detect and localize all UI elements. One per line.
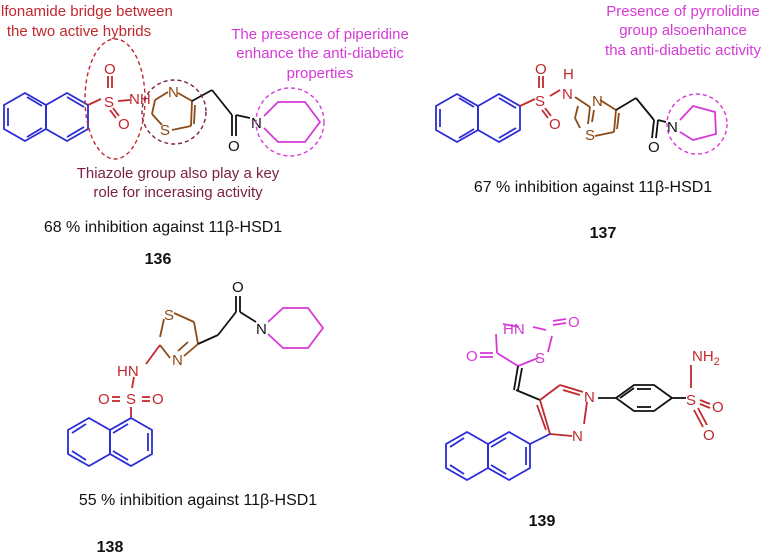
note-thiazole-line2: role for incerasing activity <box>93 184 263 201</box>
atom-N-thiazole-136: N <box>168 84 179 101</box>
compound-id-136: 136 <box>145 251 172 268</box>
atom-O-top-139: O <box>568 314 580 331</box>
atom-S-thiazole-138: S <box>164 307 174 324</box>
atom-S-sulfonyl-138: S <box>126 391 136 408</box>
highlight-pyrrolidine-137 <box>666 93 728 155</box>
sulfonyl-group-137 <box>519 76 561 119</box>
note-thiazole-line1: Thiazole group also play a key <box>77 165 280 182</box>
acetamide-linker-136 <box>191 89 251 136</box>
atom-N-amide-138: N <box>256 321 267 338</box>
compound-138: S N O N HN S O O <box>67 279 325 554</box>
sulfonyl-group-136 <box>87 76 131 119</box>
methylidene-linker-139 <box>513 365 541 401</box>
atom-O-left-139: O <box>466 348 478 365</box>
atom-O-bottom-137: O <box>549 116 561 133</box>
atom-S-thiazolidinedione-139: S <box>535 350 545 367</box>
note-sulfonamide-line1: sulfonamide bridge between <box>0 3 173 20</box>
compound-136: S O O NH N S O N <box>0 3 409 268</box>
atom-N-amide-137: N <box>667 119 678 136</box>
highlight-thiazole-136 <box>141 79 207 145</box>
atom-O-bottom-139: O <box>703 427 715 444</box>
thiazole-ring-136 <box>151 91 196 131</box>
compound-id-138: 138 <box>97 539 124 554</box>
piperidine-ring-136 <box>263 101 322 143</box>
atom-H-137: H <box>563 66 574 83</box>
compound-139: HN O O S N N <box>445 314 724 530</box>
naphthalene-ring-139 <box>445 430 551 482</box>
piperidine-ring-138 <box>267 307 325 349</box>
thiazole-ring-138 <box>159 312 199 359</box>
note-pyrrolidine-line3: tha anti-diabetic activity <box>605 42 761 59</box>
highlight-piperidine-136 <box>255 87 325 157</box>
acetamide-linker-138 <box>197 296 257 345</box>
naphthalene-ring-138 <box>67 416 153 468</box>
atom-O-right-138: O <box>152 391 164 408</box>
phenyl-ring-139 <box>598 384 686 412</box>
sulfonyl-group-138 <box>112 344 161 418</box>
atom-S-thiazole-137: S <box>585 127 595 144</box>
note-piperidine-line2: enhance the anti-diabetic <box>236 45 404 62</box>
pyrrolidine-ring-137 <box>679 104 717 141</box>
atom-O-carbonyl-136: O <box>228 138 240 155</box>
sulfonamide-group-139 <box>690 365 711 428</box>
atom-N-thiazole-137: N <box>592 93 603 110</box>
note-pyrrolidine-line1: Presence of pyrrolidine <box>606 3 759 20</box>
atom-HN-138: HN <box>117 363 139 380</box>
atom-O-bottom-136: O <box>118 116 130 133</box>
atom-N-thiazole-138: N <box>172 352 183 369</box>
compound-id-137: 137 <box>590 225 617 242</box>
activity-label-137: 67 % inhibition against 11β-HSD1 <box>474 179 712 196</box>
atom-N2-pyrazole-139: N <box>572 428 583 445</box>
atom-HN-139: HN <box>503 321 525 338</box>
atom-S-thiazole-136: S <box>160 122 170 139</box>
thiazolidinedione-ring-139 <box>480 318 567 367</box>
atom-S-sulfonyl-137: S <box>535 93 545 110</box>
note-sulfonamide-line2: the two active hybrids <box>7 23 151 40</box>
naphthalene-ring-136 <box>3 91 89 143</box>
atom-O-top-136: O <box>104 61 116 78</box>
atom-NH2-139: NH2 <box>692 348 720 368</box>
atom-O-top-137: O <box>535 61 547 78</box>
atom-S-sulfonyl-139: S <box>686 392 696 409</box>
compound-137: S O O H N N S O N Pr <box>435 3 761 242</box>
acetamide-linker-137 <box>615 97 667 139</box>
atom-N1-pyrazole-139: N <box>584 389 595 406</box>
note-pyrrolidine-line2: group alsoenhance <box>619 22 747 39</box>
note-piperidine-line3: properties <box>287 65 354 82</box>
atom-NH-136: NH <box>129 91 151 108</box>
atom-S-sulfonyl-136: S <box>104 94 114 111</box>
atom-O-carbonyl-138: O <box>232 279 244 296</box>
activity-label-136: 68 % inhibition against 11β-HSD1 <box>44 219 282 236</box>
pyrazole-ring-139 <box>536 384 588 437</box>
thiazole-ring-137 <box>574 96 620 137</box>
activity-label-138: 55 % inhibition against 11β-HSD1 <box>79 492 317 509</box>
compound-id-139: 139 <box>529 513 556 530</box>
atom-N-sulfonamide-137: N <box>562 86 573 103</box>
atom-O-left-138: O <box>98 391 110 408</box>
naphthalene-ring-137 <box>435 92 521 144</box>
atom-O-carbonyl-137: O <box>648 139 660 156</box>
atom-O-right-139: O <box>712 399 724 416</box>
note-piperidine-line1: The presence of piperidine <box>231 26 409 43</box>
